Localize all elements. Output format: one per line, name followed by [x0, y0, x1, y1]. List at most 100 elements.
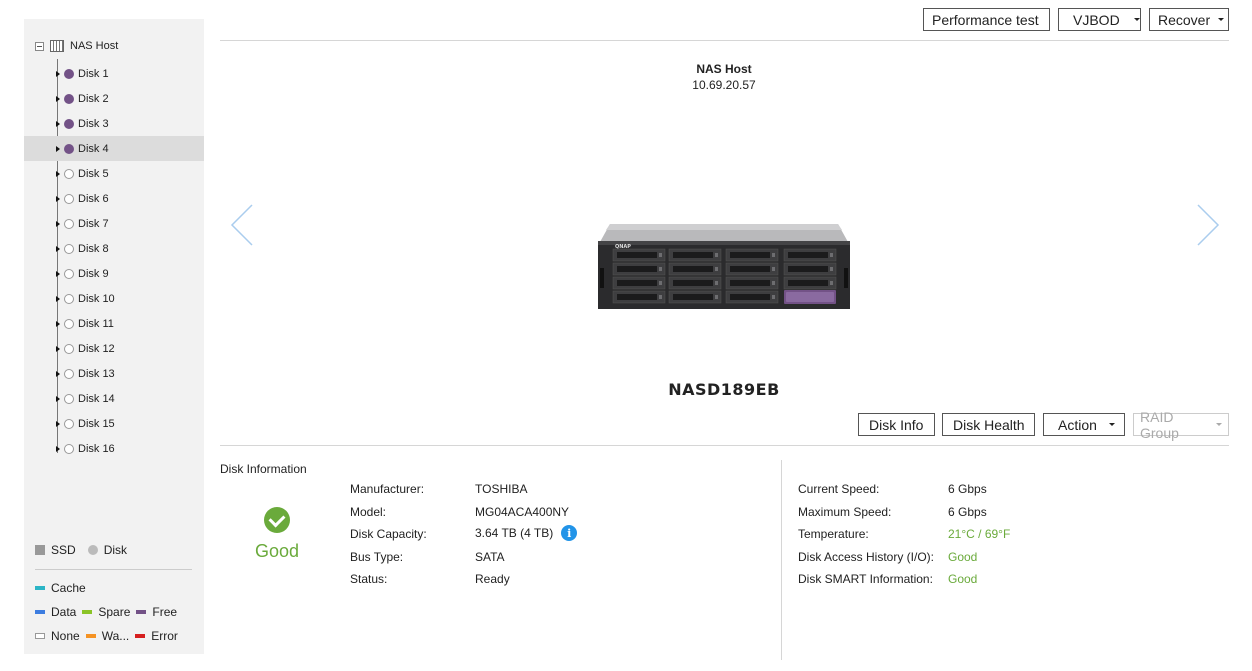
info-value-text: 3.64 TB (4 TB)	[475, 526, 554, 540]
drive-bay	[612, 248, 666, 262]
info-value-text: Good	[948, 572, 978, 586]
chevron-down-icon	[1218, 18, 1225, 21]
disk-status-dot-icon	[64, 243, 74, 254]
nas-device-image: QNAP	[598, 224, 850, 309]
host-name: NAS Host	[696, 62, 752, 76]
next-arrow-icon[interactable]	[1196, 204, 1220, 246]
tree-root-nas-host[interactable]: NAS Host	[35, 39, 118, 53]
column-divider	[781, 460, 782, 660]
disk-tree-item[interactable]: Disk 10	[24, 286, 204, 311]
disk-health-button[interactable]: Disk Health	[942, 413, 1035, 436]
nas-host-icon	[50, 40, 64, 52]
performance-test-label: Performance test	[932, 11, 1039, 28]
info-label: Status:	[350, 572, 388, 586]
legend-warning-label: Wa...	[101, 629, 130, 643]
disk-tree-item-label: Disk 12	[78, 342, 115, 355]
check-circle-icon	[264, 507, 290, 533]
expand-arrow-icon[interactable]	[56, 145, 60, 152]
expand-arrow-icon[interactable]	[56, 370, 60, 377]
expand-arrow-icon[interactable]	[56, 395, 60, 402]
info-value-text: 21°C / 69°F	[948, 527, 1011, 541]
disk-tree-item-label: Disk 1	[78, 67, 109, 80]
disk-tree-item[interactable]: Disk 7	[24, 211, 204, 236]
expand-arrow-icon[interactable]	[56, 295, 60, 302]
disk-tree-item[interactable]: Disk 8	[24, 236, 204, 261]
disk-tree-item-label: Disk 11	[78, 317, 114, 330]
vjbod-dropdown-button[interactable]: VJBOD	[1058, 8, 1141, 31]
disk-tree-item[interactable]: Disk 2	[24, 86, 204, 111]
disk-tree-item[interactable]: Disk 1	[24, 61, 204, 86]
recover-dropdown-button[interactable]: Recover	[1149, 8, 1229, 31]
disk-tree-item-label: Disk 2	[78, 92, 109, 105]
disk-status-dot-icon	[64, 443, 74, 454]
tree-root-label: NAS Host	[70, 40, 119, 52]
disk-circle-icon	[87, 545, 98, 555]
legend-error: Error	[135, 629, 178, 643]
info-value-text: MG04ACA400NY	[475, 504, 570, 519]
info-label: Disk Access History (I/O):	[798, 549, 935, 564]
expand-arrow-icon[interactable]	[56, 320, 60, 327]
expand-arrow-icon[interactable]	[56, 420, 60, 427]
disk-status-dot-icon	[64, 318, 74, 329]
expand-arrow-icon[interactable]	[56, 345, 60, 352]
collapse-icon[interactable]	[35, 41, 44, 51]
action-dropdown-button[interactable]: Action	[1043, 413, 1125, 436]
expand-arrow-icon[interactable]	[56, 170, 60, 177]
device-model-name: NASD189EB	[668, 380, 780, 399]
legend-spare: Spare	[82, 605, 130, 619]
drive-bay	[612, 276, 666, 290]
disk-tree-item[interactable]: Disk 6	[24, 186, 204, 211]
drive-bays	[612, 248, 837, 304]
disk-tree-item[interactable]: Disk 12	[24, 336, 204, 361]
expand-arrow-icon[interactable]	[56, 195, 60, 202]
drive-bay	[783, 248, 837, 262]
tree-connector-line	[57, 59, 58, 453]
expand-arrow-icon[interactable]	[56, 445, 60, 452]
disk-tree-item[interactable]: Disk 15	[24, 411, 204, 436]
device-brand-logo: QNAP	[615, 244, 631, 250]
raid-group-dropdown-button[interactable]: RAID Group	[1133, 409, 1229, 441]
legend-cache: Cache	[35, 581, 86, 595]
ssd-square-icon	[35, 545, 45, 555]
disk-status-dot-icon	[64, 143, 74, 154]
expand-arrow-icon[interactable]	[56, 95, 60, 102]
disk-tree-item[interactable]: Disk 16	[24, 436, 204, 461]
disk-tree-item[interactable]: Disk 13	[24, 361, 204, 386]
legend-spare-label: Spare	[98, 605, 131, 619]
expand-arrow-icon[interactable]	[56, 220, 60, 227]
legend-row-1: Cache	[35, 581, 92, 595]
info-value: 6 Gbps	[948, 505, 987, 519]
info-value: Good	[948, 550, 977, 564]
disk-tree-item[interactable]: Disk 5	[24, 161, 204, 186]
performance-test-button[interactable]: Performance test	[923, 8, 1050, 31]
expand-arrow-icon[interactable]	[56, 120, 60, 127]
none-color-swatch	[35, 633, 45, 639]
cache-color-swatch	[35, 586, 45, 590]
disk-tree-item[interactable]: Disk 4	[24, 136, 204, 161]
disk-tree-item[interactable]: Disk 14	[24, 386, 204, 411]
previous-arrow-icon[interactable]	[230, 204, 254, 246]
drive-bay	[612, 262, 666, 276]
vjbod-label: VJBOD	[1073, 11, 1120, 28]
recover-label: Recover	[1158, 11, 1211, 28]
disk-tree-item[interactable]: Disk 9	[24, 261, 204, 286]
disk-tree-item-label: Disk 13	[78, 367, 115, 380]
disk-tree-item[interactable]: Disk 3	[24, 111, 204, 136]
disk-tree-item[interactable]: Disk 11	[24, 311, 204, 336]
disk-status-dot-icon	[64, 268, 74, 279]
drive-bay	[725, 276, 779, 290]
disk-tree-item-label: Disk 9	[78, 267, 109, 280]
info-icon[interactable]: i	[561, 525, 578, 541]
info-value: Good	[948, 572, 977, 586]
chevron-down-icon	[1108, 423, 1115, 426]
info-value: SATA	[475, 550, 505, 564]
disk-info-button[interactable]: Disk Info	[858, 413, 935, 436]
drive-bay	[783, 262, 837, 276]
info-value: TOSHIBA	[475, 482, 527, 496]
legend-free-label: Free	[152, 605, 178, 619]
expand-arrow-icon[interactable]	[56, 70, 60, 77]
disk-status-summary: Good	[254, 541, 300, 561]
expand-arrow-icon[interactable]	[56, 270, 60, 277]
expand-arrow-icon[interactable]	[56, 245, 60, 252]
